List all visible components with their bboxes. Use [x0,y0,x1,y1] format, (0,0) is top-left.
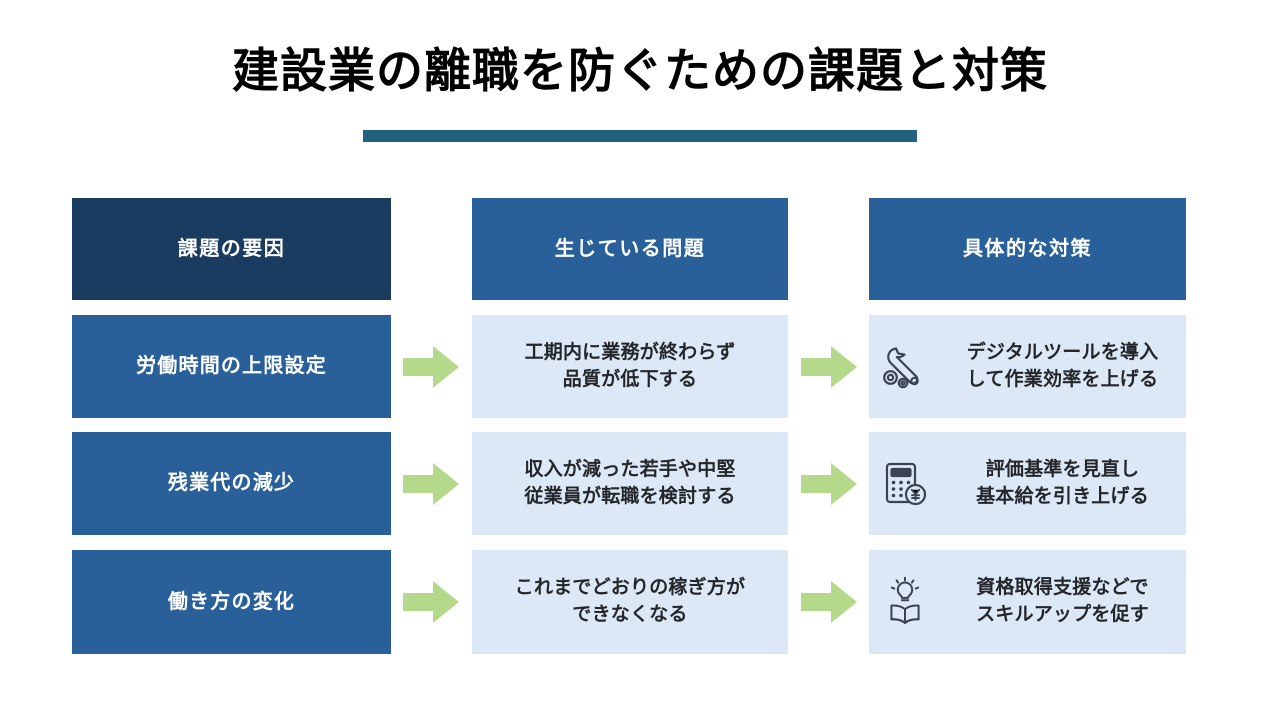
measure-inner-2: 評価基準を見直し 基本給を引き上げる [879,457,1186,511]
cause-cell-3[interactable]: 働き方の変化 [72,550,391,654]
right-arrow-icon-row3-col2 [801,578,857,626]
column-header-measures: 具体的な対策 [869,198,1186,300]
problem-cell-3[interactable]: これまでどおりの稼ぎ方が できなくなる [472,550,788,654]
measure-cell-1[interactable]: デジタルツールを導入 して作業効率を上げる [869,315,1186,418]
page-title: 建設業の離職を防ぐための課題と対策 [232,44,1048,97]
cause-label-3: 働き方の変化 [167,590,296,613]
lightbulb-book-icon [879,576,931,628]
calculator-yen-icon [879,458,931,510]
right-arrow-icon-row3-col1 [403,578,459,626]
column-header-causes-label: 課題の要因 [177,238,286,260]
problem-text-2-line1: 収入が減った若手や中堅 [524,458,736,480]
column-problems: 生じている問題 工期内に業務が終わらず 品質が低下する 収入が減った若手や中堅 … [472,198,788,654]
right-arrow-icon-row2-col1 [403,460,459,508]
measure-text-2-line1: 評価基準を見直し [985,458,1140,480]
problem-text-3-line2: できなくなる [572,604,688,625]
right-arrow-icon-row1-col1 [403,343,459,391]
measure-text-3: 資格取得支援などで スキルアップを促す [939,575,1186,629]
column-header-problems: 生じている問題 [472,198,788,300]
cause-cell-2[interactable]: 残業代の減少 [72,432,391,535]
measure-inner-3: 資格取得支援などで スキルアップを促す [879,575,1186,629]
measure-text-1-line1: デジタルツールを導入 [966,341,1159,363]
problem-cell-1[interactable]: 工期内に業務が終わらず 品質が低下する [472,315,788,418]
measure-text-2-line2: 基本給を引き上げる [976,485,1149,507]
problem-cell-2[interactable]: 収入が減った若手や中堅 従業員が転職を検討する [472,432,788,535]
column-measures: 具体的な対策 [869,198,1186,654]
measure-text-3-line2: スキルアップを促す [976,604,1149,625]
measure-cell-3[interactable]: 資格取得支援などで スキルアップを促す [869,550,1186,654]
cause-label-1: 労働時間の上限設定 [136,355,327,377]
column-header-problems-label: 生じている問題 [554,238,706,260]
wrench-gear-icon [879,341,931,393]
problem-text-3: これまでどおりの稼ぎ方が できなくなる [515,575,745,629]
measure-inner-1: デジタルツールを導入 して作業効率を上げる [879,340,1186,394]
measure-text-3-line1: 資格取得支援などで [976,577,1149,599]
measure-text-1-line2: して作業効率を上げる [966,368,1159,390]
cause-label-2: 残業代の減少 [167,472,296,494]
title-underline-bar [363,130,917,142]
measure-text-2: 評価基準を見直し 基本給を引き上げる [939,457,1186,511]
problem-text-1: 工期内に業務が終わらず 品質が低下する [525,340,736,394]
column-header-causes: 課題の要因 [72,198,391,300]
problem-text-1-line2: 品質が低下する [562,368,698,390]
problem-text-1-line1: 工期内に業務が終わらず [524,341,736,363]
measure-cell-2[interactable]: 評価基準を見直し 基本給を引き上げる [869,432,1186,535]
comparison-matrix: 課題の要因 労働時間の上限設定 残業代の減少 働き方の変化 [72,198,1186,654]
problem-text-3-line1: これまでどおりの稼ぎ方が [514,577,746,599]
column-causes: 課題の要因 労働時間の上限設定 残業代の減少 働き方の変化 [72,198,391,654]
right-arrow-icon-row1-col2 [801,343,857,391]
column-header-measures-label: 具体的な対策 [963,238,1092,260]
problem-text-2-line2: 従業員が転職を検討する [524,485,736,507]
measure-text-1: デジタルツールを導入 して作業効率を上げる [939,340,1186,394]
cause-cell-1[interactable]: 労働時間の上限設定 [72,315,391,418]
right-arrow-icon-row2-col2 [801,460,857,508]
problem-text-2: 収入が減った若手や中堅 従業員が転職を検討する [524,457,735,511]
